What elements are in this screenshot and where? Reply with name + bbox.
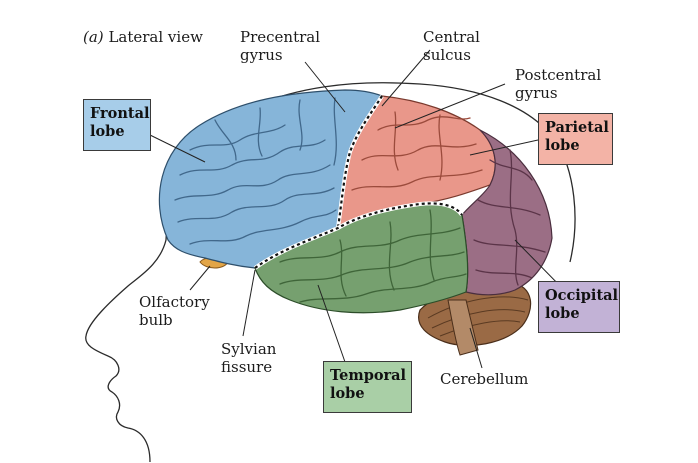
parietal-lobe-label-box: Parietal lobe [538, 113, 613, 165]
leader-parietal [469, 139, 539, 156]
leader-postcentral [394, 83, 506, 129]
leader-precentral [304, 61, 346, 113]
leader-olfactory [189, 265, 211, 291]
cerebellum-label: Cerebellum [440, 370, 529, 388]
central-sulcus-label: Central sulcus [423, 28, 480, 64]
leader-central-sulcus [381, 49, 431, 107]
panel-title: (a) Lateral view [83, 28, 203, 46]
leader-cerebellum [469, 327, 483, 369]
postcentral-gyrus-label: Postcentral gyrus [515, 66, 602, 102]
olfactory-bulb-label: Olfactory bulb [139, 293, 210, 329]
occipital-lobe-shape [461, 129, 553, 296]
leader-frontal [149, 134, 206, 163]
leader-sylvian [242, 269, 256, 337]
temporal-lobe-label-box: Temporal lobe [323, 361, 412, 413]
panel-letter: (a) [83, 28, 104, 46]
central-sulcus-boundary [336, 94, 384, 229]
precentral-gyrus-label: Precentral gyrus [240, 28, 321, 64]
brain-stem-shape [447, 299, 479, 356]
occipital-lobe-label-box: Occipital lobe [538, 281, 620, 333]
frontal-lobe-label-box: Frontal lobe [83, 99, 151, 151]
leader-temporal [317, 284, 346, 363]
sylvian-fissure-label: Sylvian fissure [221, 340, 277, 376]
panel-title-text: Lateral view [108, 28, 203, 46]
head-outline [85, 82, 576, 463]
